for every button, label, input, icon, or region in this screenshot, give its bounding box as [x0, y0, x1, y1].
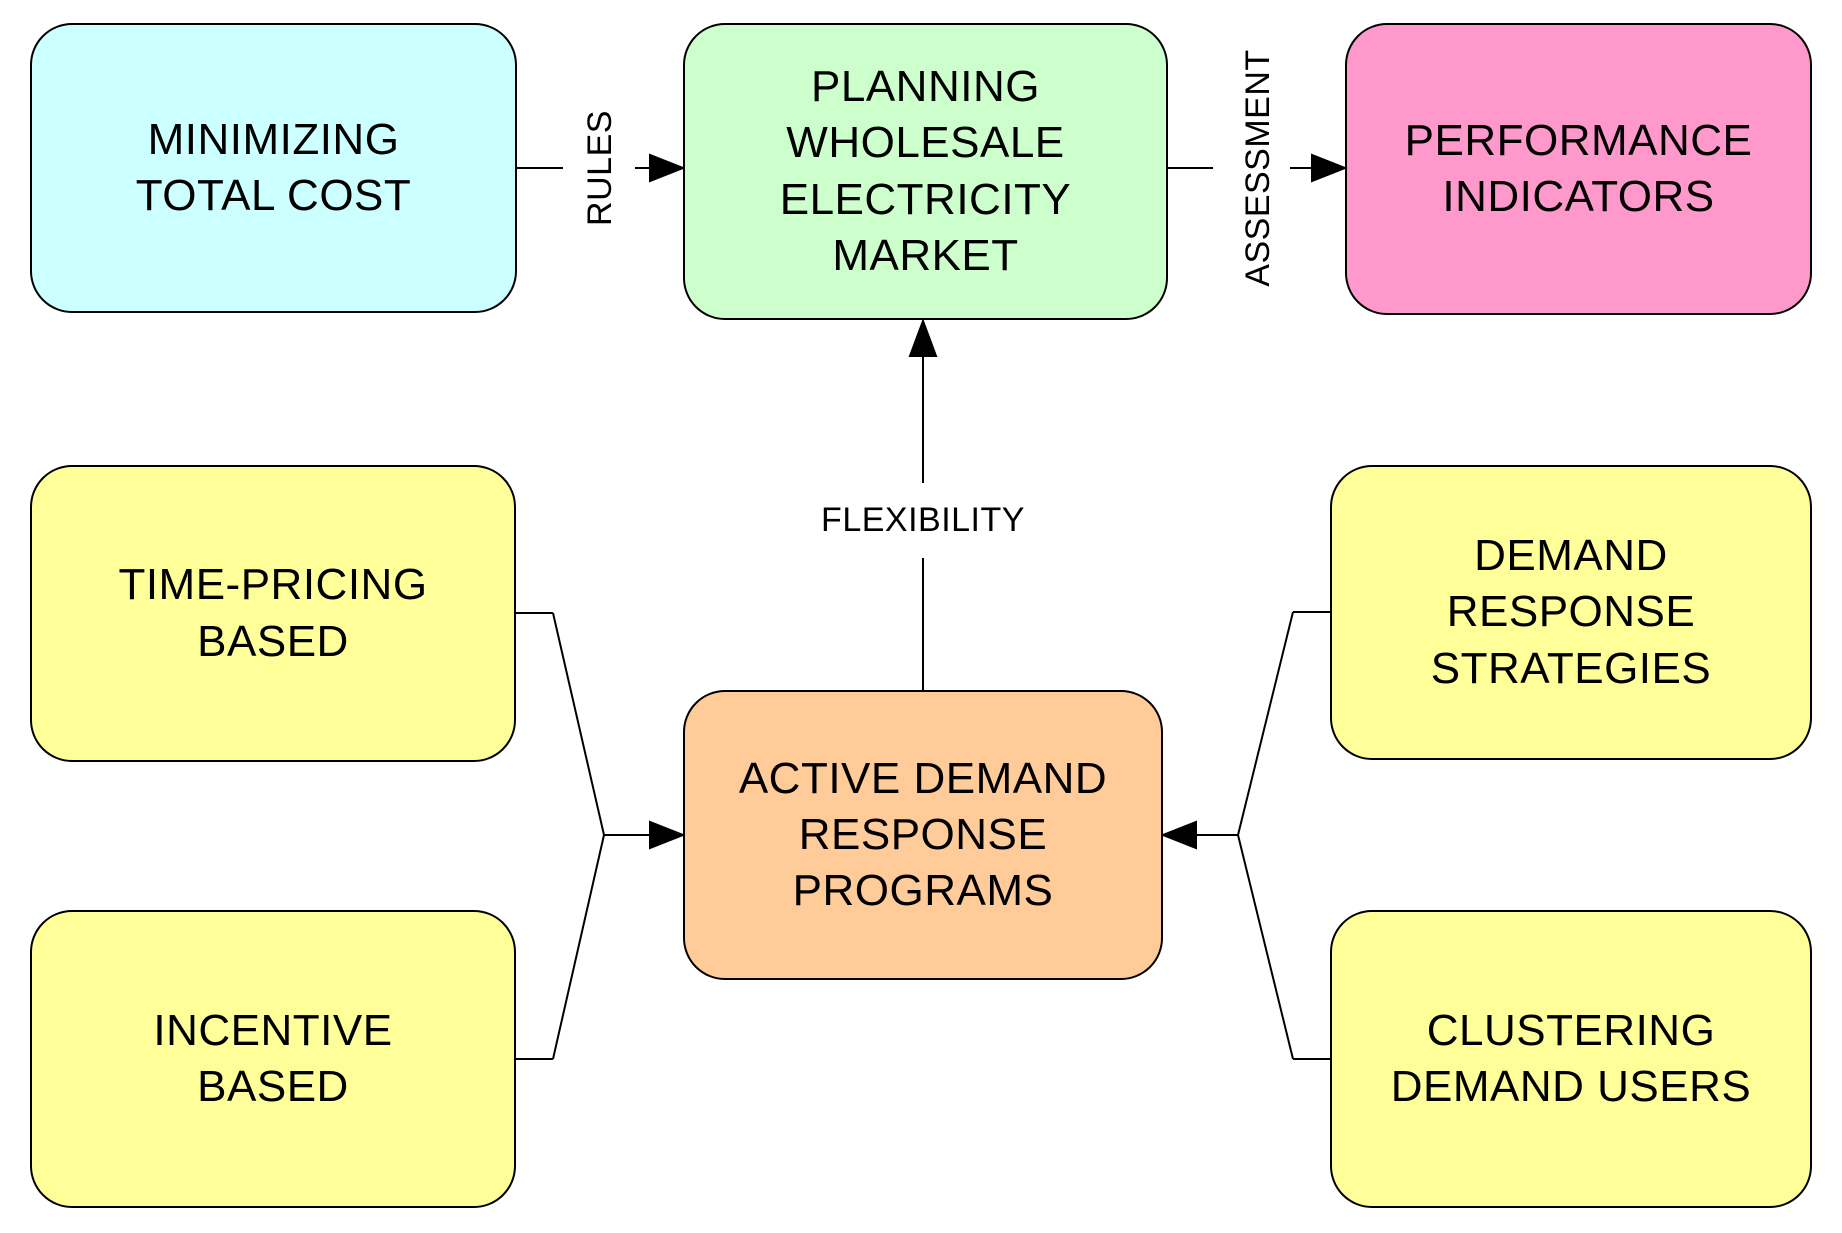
edge-flexibility — [908, 318, 938, 690]
edge-left-merge-segment — [552, 834, 605, 1060]
edge-label-flexibility: FLEXIBILITY — [821, 500, 1025, 539]
node-time-pricing-based: TIME-PRICING BASED — [30, 465, 516, 762]
node-minimizing-total-cost: MINIMIZING TOTAL COST — [30, 23, 517, 313]
left-merge-arrowhead-icon — [649, 820, 686, 850]
edge-right-merge-segment — [1237, 834, 1294, 1060]
edge-label-rules: RULES — [580, 110, 619, 226]
edge-right-merge — [1160, 611, 1330, 1060]
edge-assessment — [1168, 153, 1348, 183]
edge-rules — [517, 153, 686, 183]
rules-arrowhead-icon — [649, 153, 686, 183]
node-active-demand-response-programs: ACTIVE DEMAND RESPONSE PROGRAMS — [683, 690, 1163, 980]
edge-left-merge — [516, 612, 686, 1060]
edge-right-merge-segment — [1237, 611, 1294, 836]
edge-left-merge-segment — [552, 612, 605, 836]
node-clustering-demand-users: CLUSTERING DEMAND USERS — [1330, 910, 1812, 1208]
node-demand-response-strategies: DEMAND RESPONSE STRATEGIES — [1330, 465, 1812, 760]
node-incentive-based: INCENTIVE BASED — [30, 910, 516, 1208]
node-planning-wholesale-electricity-market: PLANNING WHOLESALE ELECTRICITY MARKET — [683, 23, 1168, 320]
node-performance-indicators: PERFORMANCE INDICATORS — [1345, 23, 1812, 315]
assessment-arrowhead-icon — [1311, 153, 1348, 183]
right-merge-arrowhead-icon — [1160, 820, 1197, 850]
flexibility-arrowhead-icon — [908, 318, 938, 357]
edge-label-assessment: ASSESSMENT — [1238, 49, 1277, 287]
